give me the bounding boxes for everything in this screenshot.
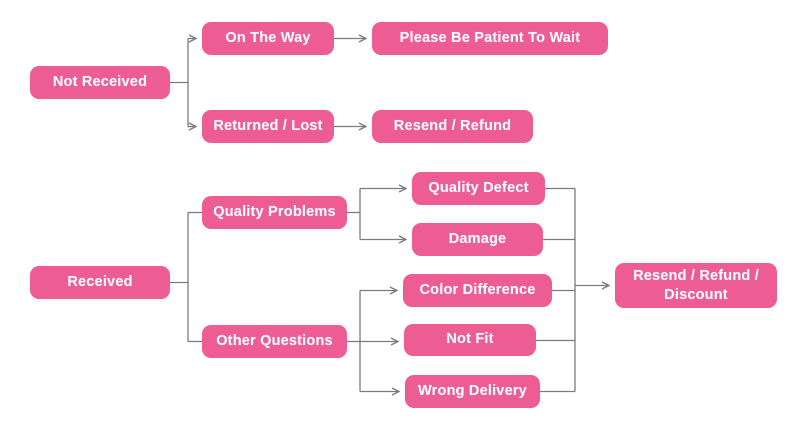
node-resend-refund[interactable]: Resend / Refund [372,110,533,143]
node-not-received[interactable]: Not Received [30,66,170,99]
node-returned-lost[interactable]: Returned / Lost [202,110,334,143]
node-resend-refund-discount[interactable]: Resend / Refund / Discount [615,263,777,308]
node-color-difference[interactable]: Color Difference [403,274,552,307]
node-not-fit[interactable]: Not Fit [404,324,536,356]
node-damage[interactable]: Damage [412,223,543,256]
node-quality-problems[interactable]: Quality Problems [202,196,347,229]
node-please-be-patient-to-wait[interactable]: Please Be Patient To Wait [372,22,608,55]
node-other-questions[interactable]: Other Questions [202,325,347,358]
node-wrong-delivery[interactable]: Wrong Delivery [405,375,540,408]
node-on-the-way[interactable]: On The Way [202,22,334,55]
node-quality-defect[interactable]: Quality Defect [412,172,545,205]
node-received[interactable]: Received [30,266,170,299]
